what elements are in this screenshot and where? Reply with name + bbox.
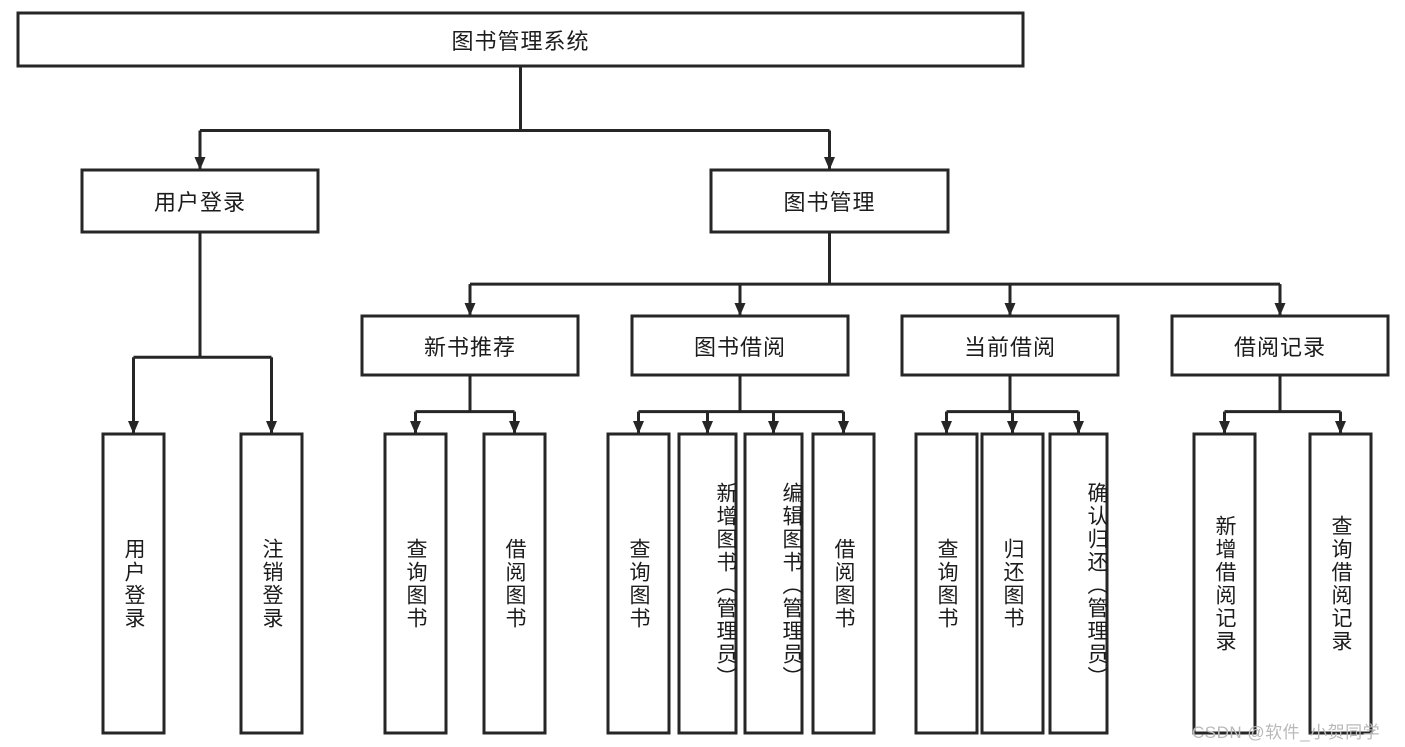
- arrow-root-to-book-manage: [824, 157, 835, 170]
- node-box-leaf-query-book-borrow[interactable]: [606, 432, 671, 735]
- csdn-watermark: CSDN @软件_小贺同学: [1192, 723, 1381, 742]
- arrow-current-borrow-to-leaf-confirm-return: [1073, 421, 1084, 434]
- arrow-book-manage-to-current-borrow: [1004, 303, 1016, 316]
- node-box-root[interactable]: [16, 11, 1025, 68]
- arrow-book-borrow-to-leaf-query-book-borrow: [633, 421, 644, 434]
- arrow-book-manage-to-borrow-record: [1274, 303, 1286, 316]
- node-box-user-login[interactable]: [80, 168, 320, 234]
- connectors-layer: [128, 66, 1346, 434]
- node-box-leaf-edit-book[interactable]: [743, 432, 804, 735]
- arrow-user-login-to-leaf-user-login: [128, 421, 139, 434]
- arrow-current-borrow-to-leaf-query-book-current: [941, 421, 952, 434]
- node-box-leaf-add-record[interactable]: [1192, 432, 1257, 735]
- node-box-leaf-logout[interactable]: [239, 432, 304, 735]
- node-box-leaf-add-book[interactable]: [677, 432, 738, 735]
- node-box-leaf-return-book[interactable]: [980, 432, 1045, 735]
- node-box-leaf-borrow-book[interactable]: [811, 432, 876, 735]
- node-box-leaf-query-book-current[interactable]: [914, 432, 979, 735]
- node-box-borrow-record[interactable]: [1170, 314, 1390, 377]
- arrow-book-borrow-to-leaf-add-book: [702, 421, 713, 434]
- arrow-book-manage-to-new-book-rec: [464, 303, 476, 316]
- node-box-leaf-query-record[interactable]: [1308, 432, 1373, 735]
- arrow-borrow-record-to-leaf-query-record: [1335, 421, 1346, 434]
- arrow-book-borrow-to-leaf-edit-book: [768, 421, 779, 434]
- node-box-leaf-borrow-book-rec[interactable]: [482, 432, 547, 735]
- node-box-leaf-query-book-rec[interactable]: [383, 432, 448, 735]
- node-box-book-borrow[interactable]: [630, 314, 850, 377]
- node-box-book-manage[interactable]: [709, 168, 950, 234]
- node-box-new-book-rec[interactable]: [360, 314, 580, 377]
- arrow-new-book-rec-to-leaf-borrow-book-rec: [509, 421, 520, 434]
- node-box-current-borrow[interactable]: [900, 314, 1120, 377]
- nodes-layer: [16, 11, 1390, 735]
- arrow-user-login-to-leaf-logout: [266, 421, 277, 434]
- arrow-root-to-user-login: [194, 157, 206, 170]
- arrow-current-borrow-to-leaf-return-book: [1007, 421, 1018, 434]
- arrow-new-book-rec-to-leaf-query-book-rec: [410, 421, 421, 434]
- node-box-leaf-user-login[interactable]: [101, 432, 166, 735]
- arrow-book-borrow-to-leaf-borrow-book: [838, 421, 849, 434]
- arrow-borrow-record-to-leaf-add-record: [1219, 421, 1230, 434]
- arrow-book-manage-to-book-borrow: [734, 303, 746, 316]
- node-box-leaf-confirm-return[interactable]: [1048, 432, 1109, 735]
